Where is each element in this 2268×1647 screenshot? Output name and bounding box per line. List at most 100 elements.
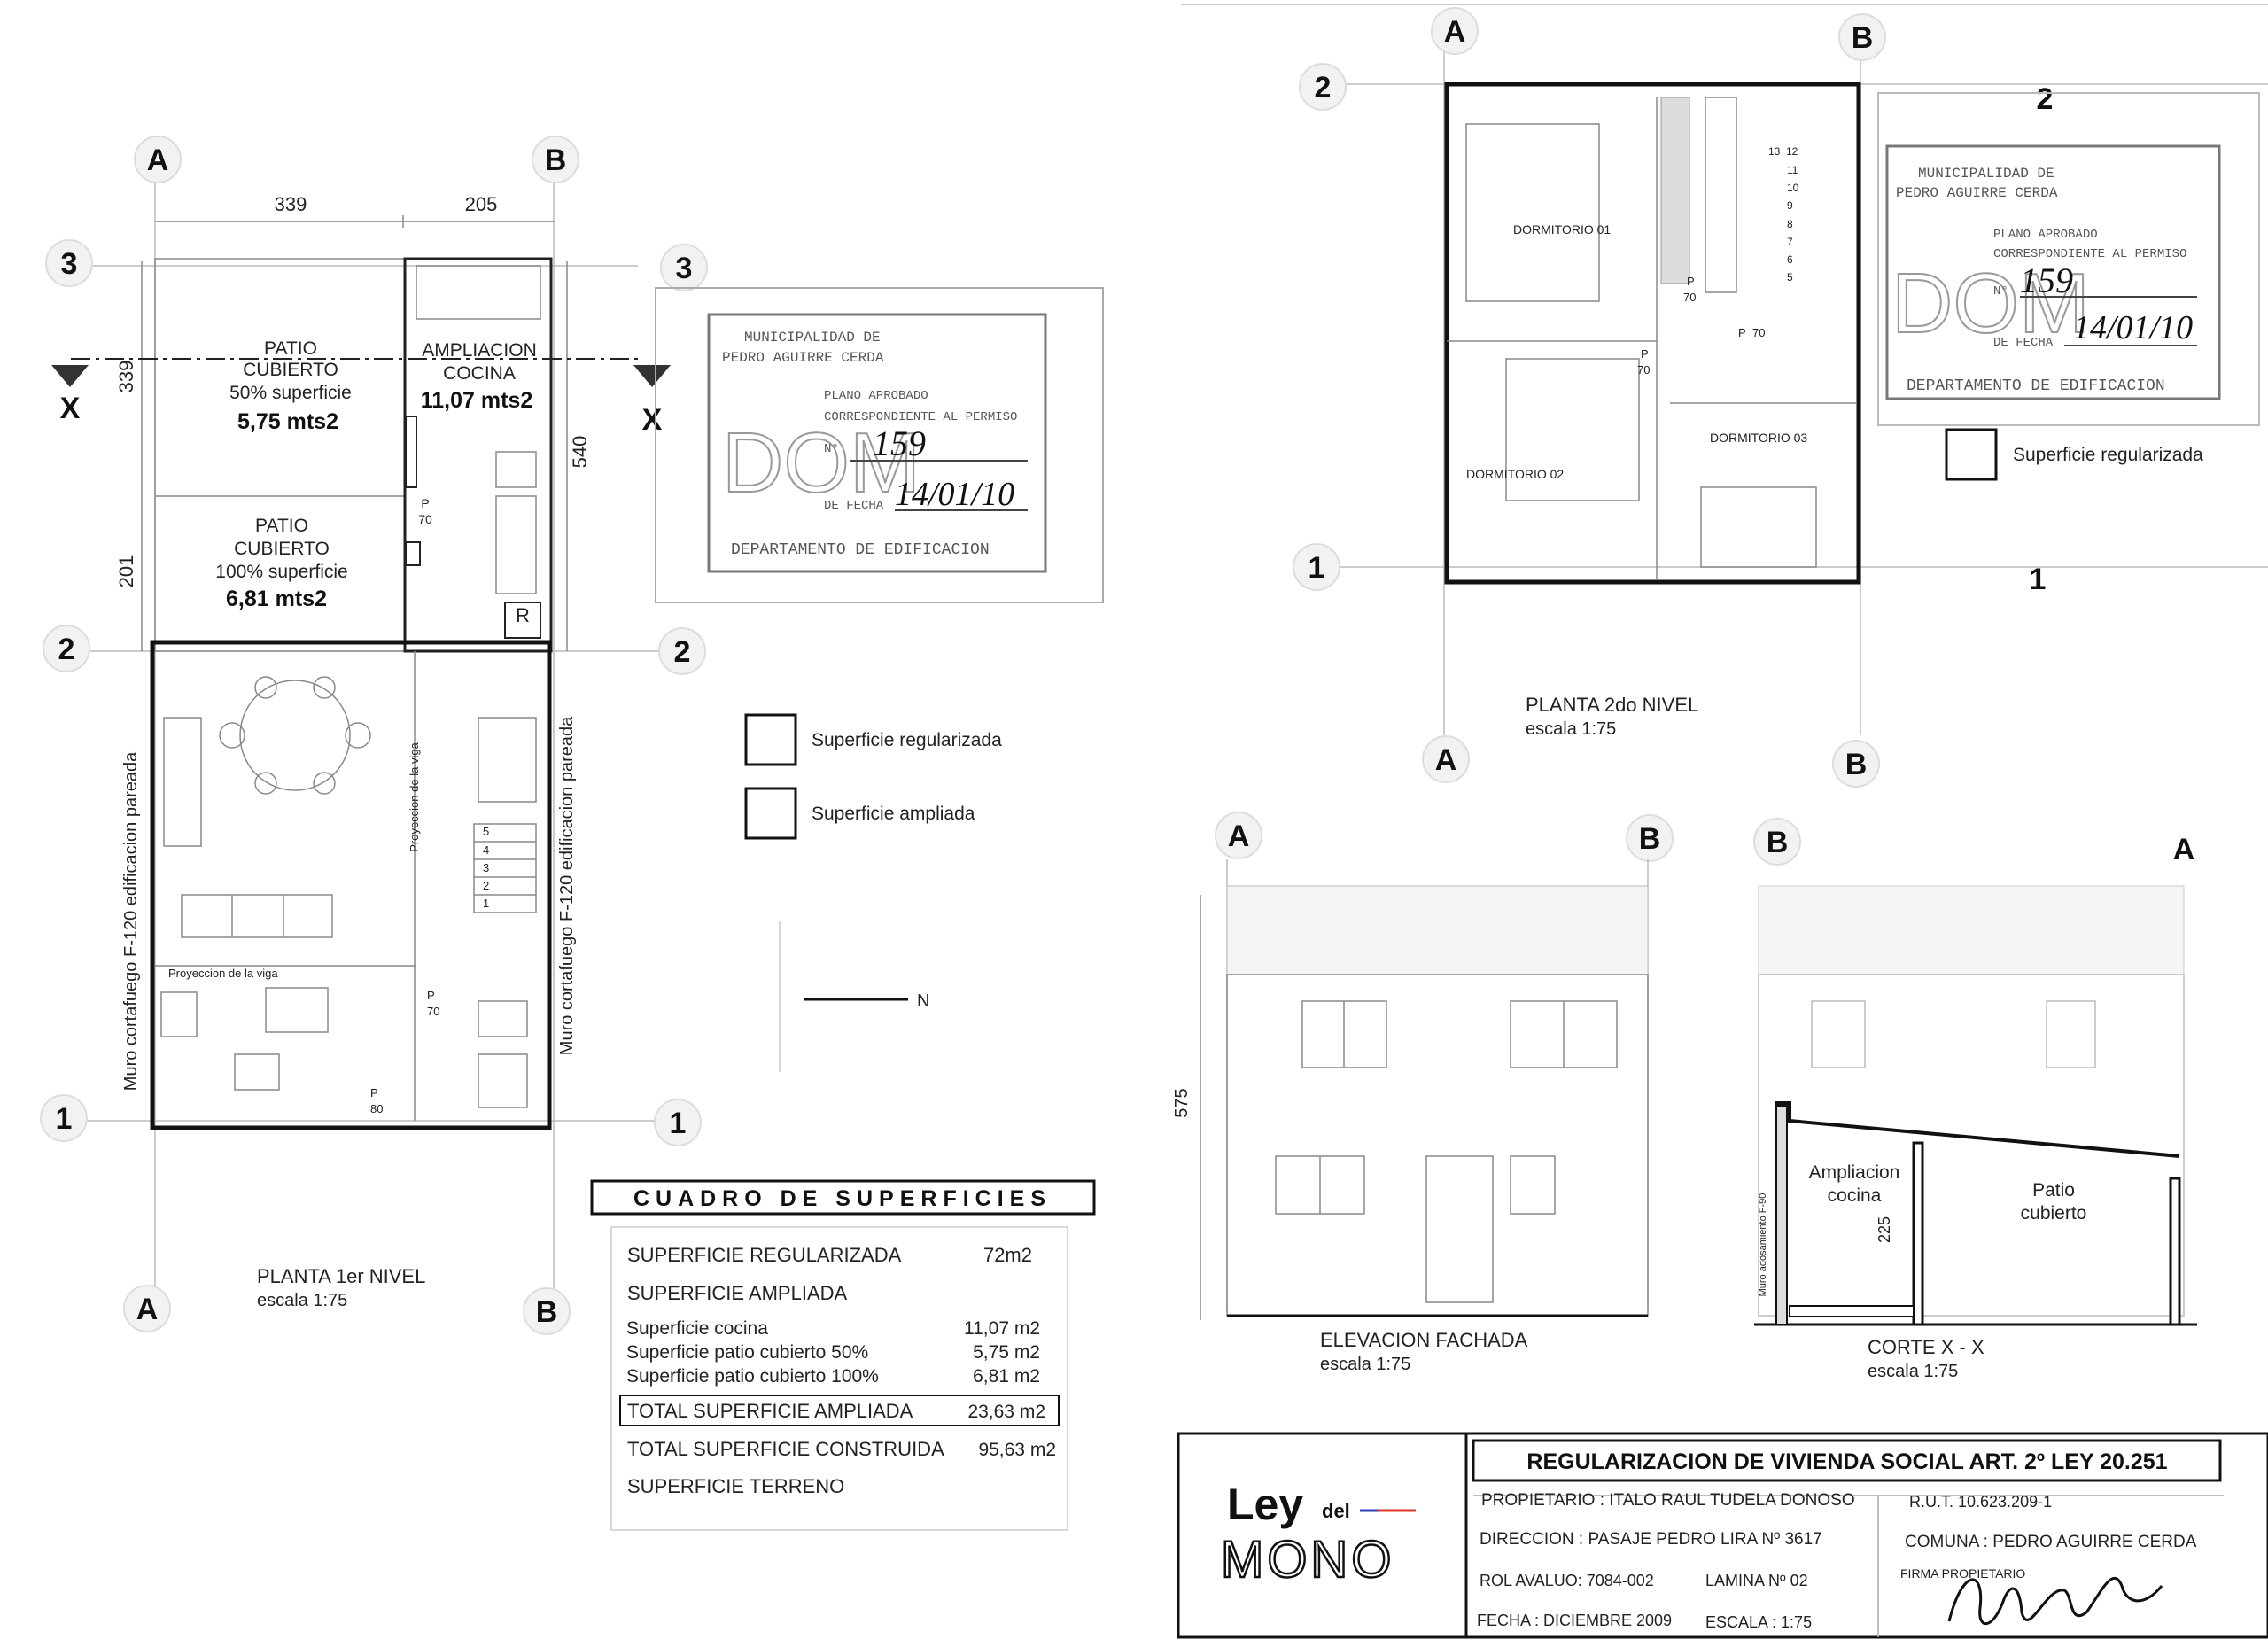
svg-text:DE FECHA: DE FECHA [1993,336,2054,350]
svg-text:5: 5 [483,825,489,838]
door-width: 70 [418,512,432,526]
owner-signature [1947,1577,2163,1626]
owner-signature-label: FIRMA PROPIETARIO [1900,1566,2025,1581]
second-floor-plan: A B 2 2 1 1 A B DORMITORIO 01 DORMITORIO… [1181,4,2268,788]
svg-text:PEDRO AGUIRRE CERDA: PEDRO AGUIRRE CERDA [722,350,884,366]
grid-label-1: 1 [670,1107,687,1140]
extended-area-label: SUPERFICIE AMPLIADA [627,1282,848,1304]
facade-title: ELEVACION FACHADA [1320,1329,1528,1351]
permit-date: 14/01/10 [895,476,1014,513]
svg-text:12: 12 [1786,145,1798,158]
owner-rut: R.U.T. 10.623.209-1 [1909,1493,2052,1511]
grid-label-b: B [1639,822,1661,856]
second-floor-scale: escala 1:75 [1526,719,1616,739]
grid-bubble-3-right [660,244,708,291]
patio-100-percent: 100% superficie [215,562,347,582]
kitchen-label: AMPLIACION [422,340,537,361]
facade-scale: escala 1:75 [1320,1355,1410,1374]
patio-50-percent: 50% superficie [229,383,352,403]
tax-role: ROL AVALUO: 7084-002 [1480,1572,1654,1589]
door-tag: P [1738,326,1746,339]
grid-bubble-1-left [40,1094,88,1142]
section-height-dim: 225 [1876,1216,1893,1243]
patio-100-label: PATIO [255,516,308,536]
grid-bubble-a-bottom [123,1285,171,1332]
grid-label-a: A [136,1293,159,1326]
patio-50-area-value: 5,75 m2 [973,1342,1040,1363]
svg-text:CORRESPONDIENTE AL PERMISO: CORRESPONDIENTE AL PERMISO [824,410,1017,424]
sheet-number: LAMINA Nº 02 [1705,1572,1808,1589]
svg-text:DOM: DOM [722,416,920,510]
firewall-label-left: Muro cortafuego F-120 edificacion paread… [121,751,141,1091]
grid-label-2: 2 [674,635,691,669]
grid-label-1: 1 [56,1102,73,1136]
total-extended-label: TOTAL SUPERFICIE AMPLIADA [627,1400,913,1422]
svg-text:10: 10 [1787,182,1799,194]
kitchen-extension-outline [403,257,553,653]
grid-label-3: 3 [61,247,78,281]
project-title: REGULARIZACION DE VIVIENDA SOCIAL ART. 2… [1526,1449,2167,1474]
kitchen-area: 11,07 mts2 [421,388,533,413]
address: DIRECCION : PASAJE PEDRO LIRA Nº 3617 [1480,1530,1822,1549]
door-tag: P [1687,275,1695,288]
svg-text:11: 11 [1787,164,1798,176]
svg-text:MUNICIPALIDAD DE: MUNICIPALIDAD DE [1918,166,2054,182]
bedroom-01-label: DORMITORIO 01 [1513,222,1611,237]
facade-elevation: A B 575 ELEVACION FACHADA escala 1:75 [1172,812,1674,1374]
stair-numbers-first: 5 4 3 2 1 [483,825,489,910]
svg-text:6: 6 [1787,253,1793,266]
second-floor-title: PLANTA 2do NIVEL [1526,694,1698,716]
svg-text:del: del [1322,1500,1350,1522]
patio-100-area-label: Superficie patio cubierto 100% [626,1366,879,1387]
grid-bubble-b-bottom [523,1287,571,1335]
grid-label-2: 2 [1315,71,1332,105]
svg-text:N°: N° [824,442,839,456]
north-arrow: N [779,921,929,1072]
svg-text:DOM: DOM [1891,256,2090,351]
regularized-area-value: 72m2 [983,1244,1032,1266]
patio-100-area-value: 6,81 m2 [973,1366,1040,1387]
section-title: CORTE X - X [1868,1336,1984,1358]
commune: COMUNA : PEDRO AGUIRRE CERDA [1905,1533,2197,1551]
section-patio-label: Patio [2032,1180,2075,1200]
svg-text:MUNICIPALIDAD DE: MUNICIPALIDAD DE [744,330,881,346]
second-floor-outline [1444,82,1861,585]
svg-text:Ley: Ley [1227,1480,1303,1529]
dim-width-a: 339 [275,193,307,215]
grid-label-a: A [1228,820,1250,853]
svg-text:PLANO APROBADO: PLANO APROBADO [824,389,928,403]
beam-projection-label: Proyeccion de la viga [168,967,278,980]
grid-bubble-1-right [654,1099,702,1146]
dim-width-b: 205 [465,193,498,215]
door-tag: P [1641,347,1649,361]
svg-text:DE FECHA: DE FECHA [824,499,884,513]
kitchen-area-label: Superficie cocina [626,1318,768,1339]
areas-table: CUADRO DE SUPERFICIES SUPERFICIE REGULAR… [590,1179,1096,1531]
grid-bubble-a-top [134,136,182,183]
legend-ampliada: Superficie ampliada [812,804,975,824]
approval-stamp-left: MUNICIPALIDAD DE PEDRO AGUIRRE CERDA DOM… [655,287,1104,603]
grid-label-a: A [147,144,169,177]
grid-label-2: 2 [2037,82,2054,116]
dim-height-bottom: 201 [115,555,137,588]
ley-del-mono-logo: Ley del MONO [1220,1480,1416,1589]
bedroom-03-label: DORMITORIO 03 [1710,431,1807,445]
section-arrow-right [633,365,671,387]
svg-text:13: 13 [1768,145,1781,158]
svg-text:CORRESPONDIENTE AL PERMISO: CORRESPONDIENTE AL PERMISO [1993,247,2186,261]
door-width: 70 [427,1005,439,1018]
svg-text:DEPARTAMENTO DE EDIFICACION: DEPARTAMENTO DE EDIFICACION [1907,377,2165,395]
section-arrow-left [51,365,89,387]
facade-height-dim: 575 [1172,1088,1192,1117]
title-block: REGULARIZACION DE VIVIENDA SOCIAL ART. 2… [1177,1432,2268,1639]
svg-text:8: 8 [1787,218,1793,230]
permit-date: 14/01/10 [2073,309,2193,346]
legend-first-floor: Superficie regularizada Superficie ampli… [744,713,1002,840]
section-label-x: X [60,392,81,425]
legend-regularizada-2: Superficie regularizada [2013,445,2203,465]
land-area-label: SUPERFICIE TERRENO [627,1475,844,1497]
svg-text:N: N [917,991,929,1011]
door-tag: P [421,496,429,510]
stair-numbers-second: 13 12 11 10 9 8 7 6 5 [1768,145,1799,284]
